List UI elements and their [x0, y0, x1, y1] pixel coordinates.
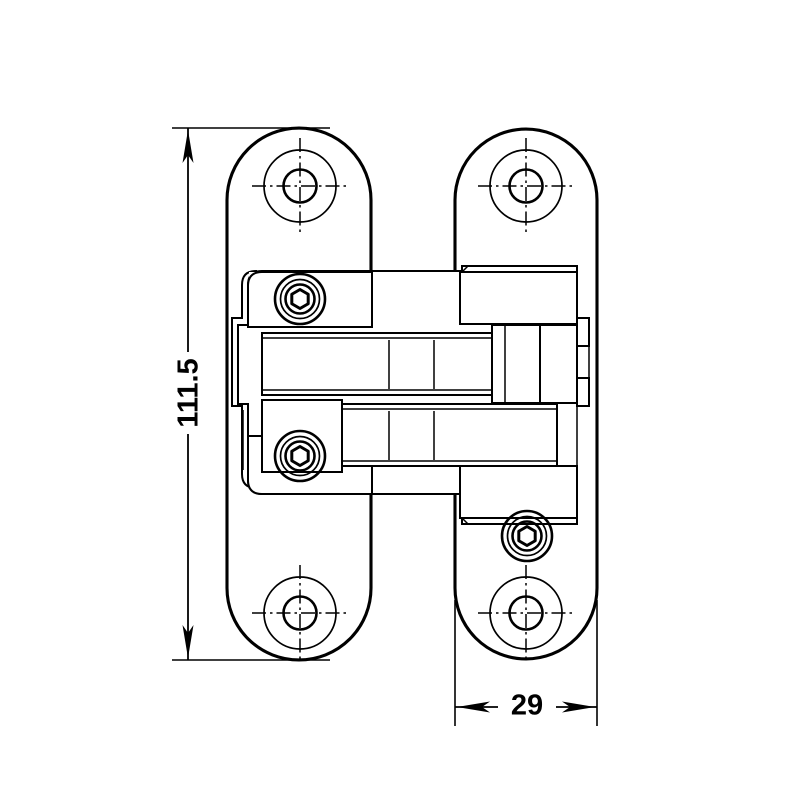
mounting-hole-bottom-left	[252, 565, 348, 661]
dimension-width-label: 29	[511, 690, 543, 722]
lower-link-arm	[340, 403, 558, 467]
mounting-hole-top-right	[478, 138, 574, 234]
arrow-bottom	[182, 625, 194, 658]
adjustment-screw-lower-left	[273, 429, 327, 483]
upper-link-arm	[261, 332, 493, 396]
mounting-hole-bottom-right	[478, 565, 574, 661]
dimension-height-label: 111.5	[173, 358, 205, 427]
dimension-height: 111.5	[172, 127, 330, 661]
arrow-top	[182, 130, 194, 163]
adjustment-screw-right	[500, 509, 554, 563]
arrow-right	[562, 701, 595, 713]
arrow-left	[457, 701, 490, 713]
adjustment-screw-upper-left	[273, 272, 327, 326]
dimension-width: 29	[454, 600, 598, 726]
mounting-hole-top-left	[252, 138, 348, 234]
